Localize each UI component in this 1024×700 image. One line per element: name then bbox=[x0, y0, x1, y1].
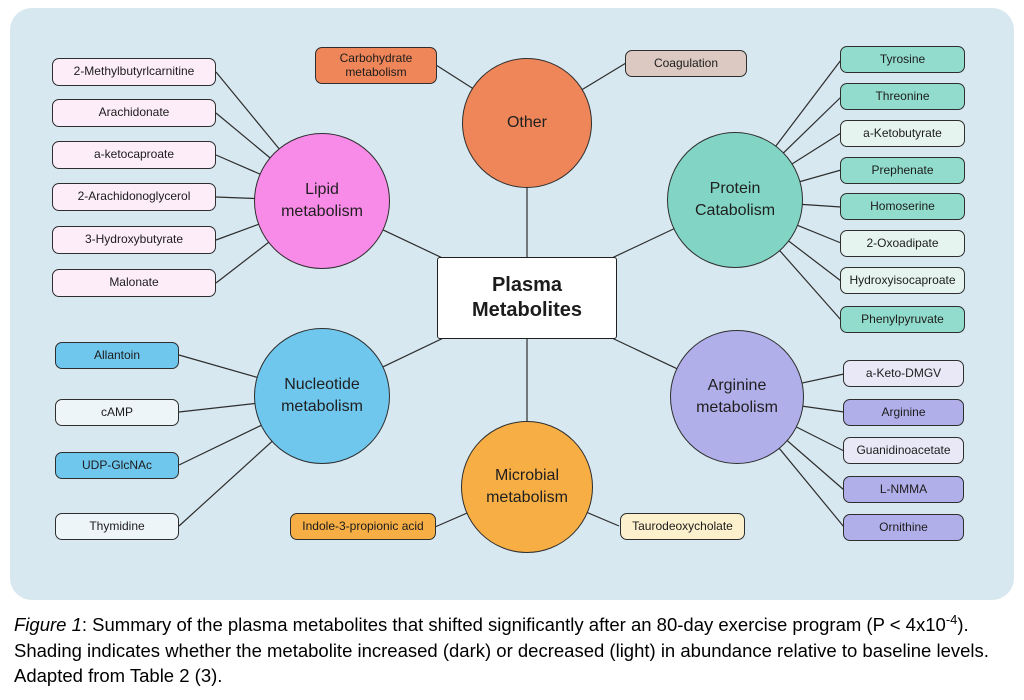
metabolite-box-camp: cAMP bbox=[55, 399, 179, 426]
category-circle-protein-catabolism: Protein Catabolism bbox=[667, 132, 803, 268]
metabolite-box-taurodeoxycholate: Taurodeoxycholate bbox=[620, 513, 745, 540]
metabolite-box-indole-3-propionic-acid: Indole-3-propionic acid bbox=[290, 513, 436, 540]
category-circle-arginine-metabolism: Arginine metabolism bbox=[670, 330, 804, 464]
metabolite-box-carbohydrate-metabolism: Carbohydrate metabolism bbox=[315, 47, 437, 84]
metabolite-box-homoserine: Homoserine bbox=[840, 193, 965, 220]
caption-text-1: : Summary of the plasma metabolites that… bbox=[81, 614, 946, 635]
metabolite-box-ornithine: Ornithine bbox=[843, 514, 964, 541]
metabolite-box-prephenate: Prephenate bbox=[840, 157, 965, 184]
metabolite-box-udp-glcnac: UDP-GlcNAc bbox=[55, 452, 179, 479]
metabolite-box-arginine: Arginine bbox=[843, 399, 964, 426]
metabolite-box-2-oxoadipate: 2-Oxoadipate bbox=[840, 230, 965, 257]
category-circle-lipid-metabolism: Lipid metabolism bbox=[254, 133, 390, 269]
metabolite-box-a-keto-dmgv: a-Keto-DMGV bbox=[843, 360, 964, 387]
metabolite-box-tyrosine: Tyrosine bbox=[840, 46, 965, 73]
metabolite-box-phenylpyruvate: Phenylpyruvate bbox=[840, 306, 965, 333]
metabolite-box-3-hydroxybutyrate: 3-Hydroxybutyrate bbox=[52, 226, 216, 254]
figure-label: Figure 1 bbox=[14, 614, 82, 635]
metabolite-box-l-nmma: L-NMMA bbox=[843, 476, 964, 503]
category-circle-microbial-metabolism: Microbial metabolism bbox=[461, 421, 593, 553]
metabolite-box-2-arachidonoglycerol: 2-Arachidonoglycerol bbox=[52, 183, 216, 211]
metabolite-box-guanidinoacetate: Guanidinoacetate bbox=[843, 437, 964, 464]
caption-text-2: ). Shading indicates whether the metabol… bbox=[14, 614, 989, 687]
metabolite-box-2-methylbutyrlcarnitine: 2-Methylbutyrlcarnitine bbox=[52, 58, 216, 86]
metabolite-box-a-ketocaproate: a-ketocaproate bbox=[52, 141, 216, 169]
metabolite-box-thymidine: Thymidine bbox=[55, 513, 179, 540]
metabolite-box-coagulation: Coagulation bbox=[625, 50, 747, 77]
central-node: Plasma Metabolites bbox=[437, 257, 617, 339]
figure-caption: Figure 1: Summary of the plasma metaboli… bbox=[14, 612, 1014, 689]
metabolite-box-malonate: Malonate bbox=[52, 269, 216, 297]
metabolite-box-allantoin: Allantoin bbox=[55, 342, 179, 369]
metabolite-box-arachidonate: Arachidonate bbox=[52, 99, 216, 127]
category-circle-nucleotide-metabolism: Nucleotide metabolism bbox=[254, 328, 390, 464]
metabolite-box-a-ketobutyrate: a-Ketobutyrate bbox=[840, 120, 965, 147]
caption-superscript: -4 bbox=[945, 611, 958, 627]
category-circle-other: Other bbox=[462, 58, 592, 188]
metabolite-box-hydroxyisocaproate: Hydroxyisocaproate bbox=[840, 267, 965, 294]
metabolite-box-threonine: Threonine bbox=[840, 83, 965, 110]
